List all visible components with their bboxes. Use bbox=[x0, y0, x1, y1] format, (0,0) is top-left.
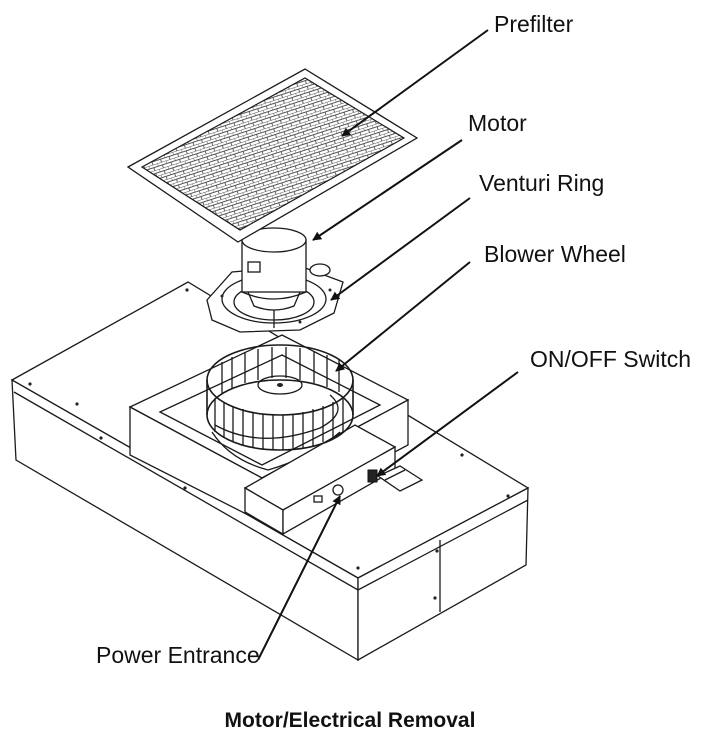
leader-motor bbox=[312, 139, 463, 241]
housing-side-face bbox=[357, 486, 529, 662]
on-off-switch bbox=[367, 465, 424, 492]
electrical-box bbox=[243, 424, 424, 536]
prefilter bbox=[126, 68, 419, 243]
label-motor: Motor bbox=[468, 110, 527, 136]
power-entrance-port bbox=[313, 484, 344, 503]
label-prefilter: Prefilter bbox=[494, 11, 574, 37]
blower-wheel bbox=[206, 344, 354, 451]
leader-on-off-switch bbox=[376, 371, 519, 477]
label-blower-wheel: Blower Wheel bbox=[484, 241, 626, 267]
motor bbox=[241, 227, 331, 328]
leader-lines bbox=[257, 29, 519, 661]
leader-blower-wheel bbox=[335, 261, 471, 372]
label-on-off-switch: ON/OFF Switch bbox=[530, 346, 691, 372]
motor-capacitor bbox=[309, 263, 331, 277]
leader-venturi-ring bbox=[330, 197, 471, 301]
label-power-entrance: Power Entrance bbox=[96, 642, 260, 668]
leader-power-entrance bbox=[257, 495, 341, 661]
label-venturi-ring: Venturi Ring bbox=[479, 170, 604, 196]
figure-caption: Motor/Electrical Removal bbox=[225, 709, 476, 732]
leader-prefilter bbox=[341, 29, 489, 137]
